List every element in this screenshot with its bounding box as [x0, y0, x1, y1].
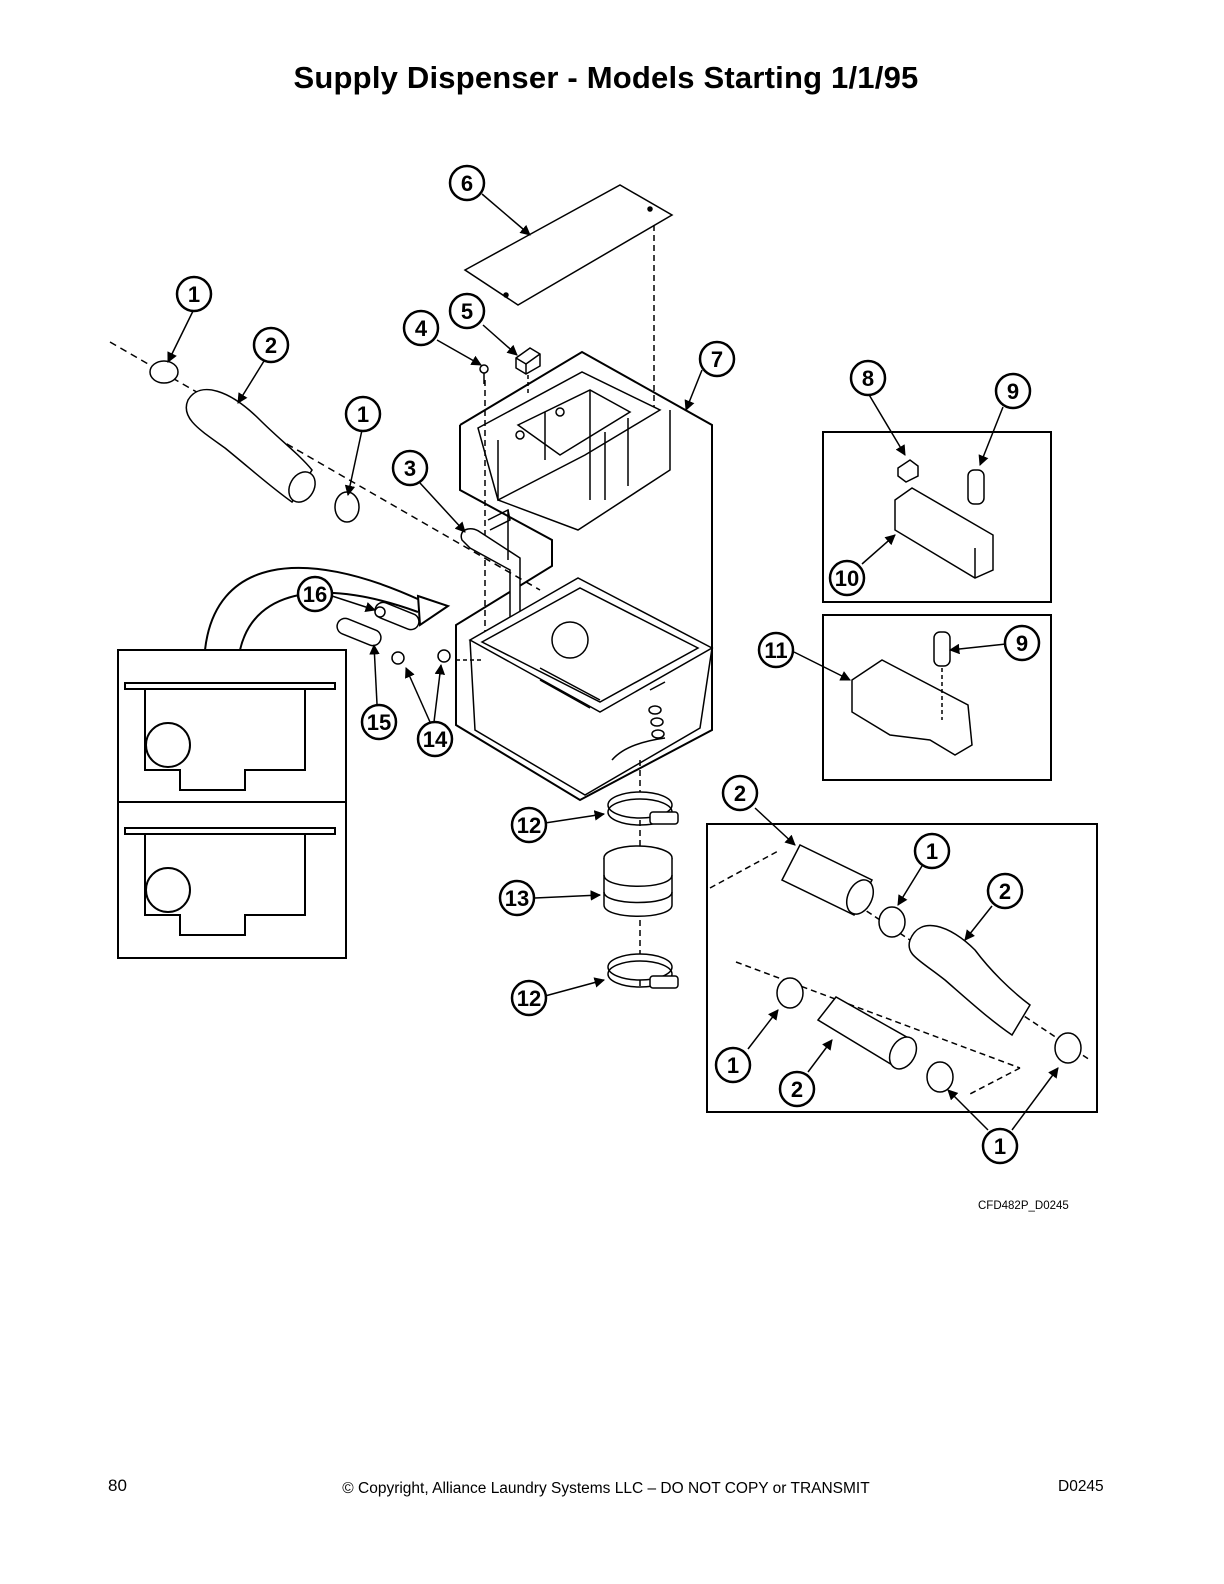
cover-plate: [463, 184, 674, 408]
callout-label: 2: [791, 1077, 803, 1102]
callout-label: 12: [517, 813, 541, 838]
callout-label: 9: [1007, 379, 1019, 404]
callout-label: 9: [1016, 631, 1028, 656]
callout-2c: 2: [986, 872, 1024, 910]
siphon-tube: [460, 508, 521, 620]
leader-lines: [167, 193, 1059, 1131]
clamps-and-coupling: [603, 760, 679, 990]
page-number: 80: [108, 1476, 127, 1495]
callout-1e: 1: [981, 1127, 1019, 1165]
callout-3: 3: [391, 449, 429, 487]
callout-label: 6: [461, 171, 473, 196]
callout-2b: 2: [721, 774, 759, 812]
callout-7: 7: [698, 340, 736, 378]
callout-1d: 1: [714, 1046, 752, 1084]
callout-11: 11: [757, 631, 795, 669]
upper-tray: [477, 368, 671, 640]
callout-1c: 1: [913, 832, 951, 870]
page-title: Supply Dispenser - Models Starting 1/1/9…: [293, 60, 919, 95]
callout-label: 2: [999, 879, 1011, 904]
document-code: D0245: [1058, 1478, 1104, 1495]
callout-8: 8: [849, 359, 887, 397]
callout-label: 1: [188, 282, 200, 307]
inset-panel-left: [117, 649, 347, 959]
callout-14: 14: [416, 720, 454, 758]
callout-label: 1: [994, 1134, 1006, 1159]
callout-label: 16: [303, 582, 327, 607]
callout-1a: 1: [175, 275, 213, 313]
callout-label: 1: [926, 839, 938, 864]
callout-9a: 9: [994, 372, 1032, 410]
callout-6: 6: [448, 164, 486, 202]
callout-13: 13: [498, 879, 536, 917]
callout-label: 15: [367, 710, 391, 735]
callout-label: 8: [862, 366, 874, 391]
callout-label: 2: [734, 781, 746, 806]
clip-part: [515, 347, 541, 375]
callout-label: 4: [415, 316, 428, 341]
hose-inset-bottom-right: [706, 823, 1098, 1113]
callout-12a: 12: [510, 806, 548, 844]
callout-label: 5: [461, 299, 473, 324]
callout-2d: 2: [778, 1070, 816, 1108]
callout-label: 3: [404, 456, 416, 481]
short-hoses: [336, 601, 484, 665]
lower-basin: [468, 577, 714, 796]
screw-part: [479, 364, 489, 384]
dispenser-housing-outline: [455, 350, 713, 802]
callout-5: 5: [448, 292, 486, 330]
callout-label: 11: [764, 638, 787, 663]
callout-label: 2: [265, 333, 277, 358]
callout-label: 13: [505, 886, 529, 911]
callout-label: 7: [711, 347, 723, 372]
callout-10: 10: [828, 559, 866, 597]
callout-9b: 9: [1003, 624, 1041, 662]
drawing-code: CFD482P_D0245: [978, 1200, 1069, 1212]
callout-4: 4: [402, 309, 440, 347]
callout-label: 10: [835, 566, 859, 591]
callout-12b: 12: [510, 979, 548, 1017]
callout-16: 16: [296, 575, 334, 613]
callout-15: 15: [360, 703, 398, 741]
callout-label: 14: [423, 727, 448, 752]
left-inlet-hose: [109, 341, 541, 591]
callout-label: 12: [517, 986, 541, 1011]
callout-label: 1: [357, 402, 369, 427]
copyright-notice: © Copyright, Alliance Laundry Systems LL…: [342, 1480, 870, 1497]
callout-label: 1: [727, 1053, 739, 1078]
callout-2a: 2: [252, 326, 290, 364]
callout-1b: 1: [344, 395, 382, 433]
